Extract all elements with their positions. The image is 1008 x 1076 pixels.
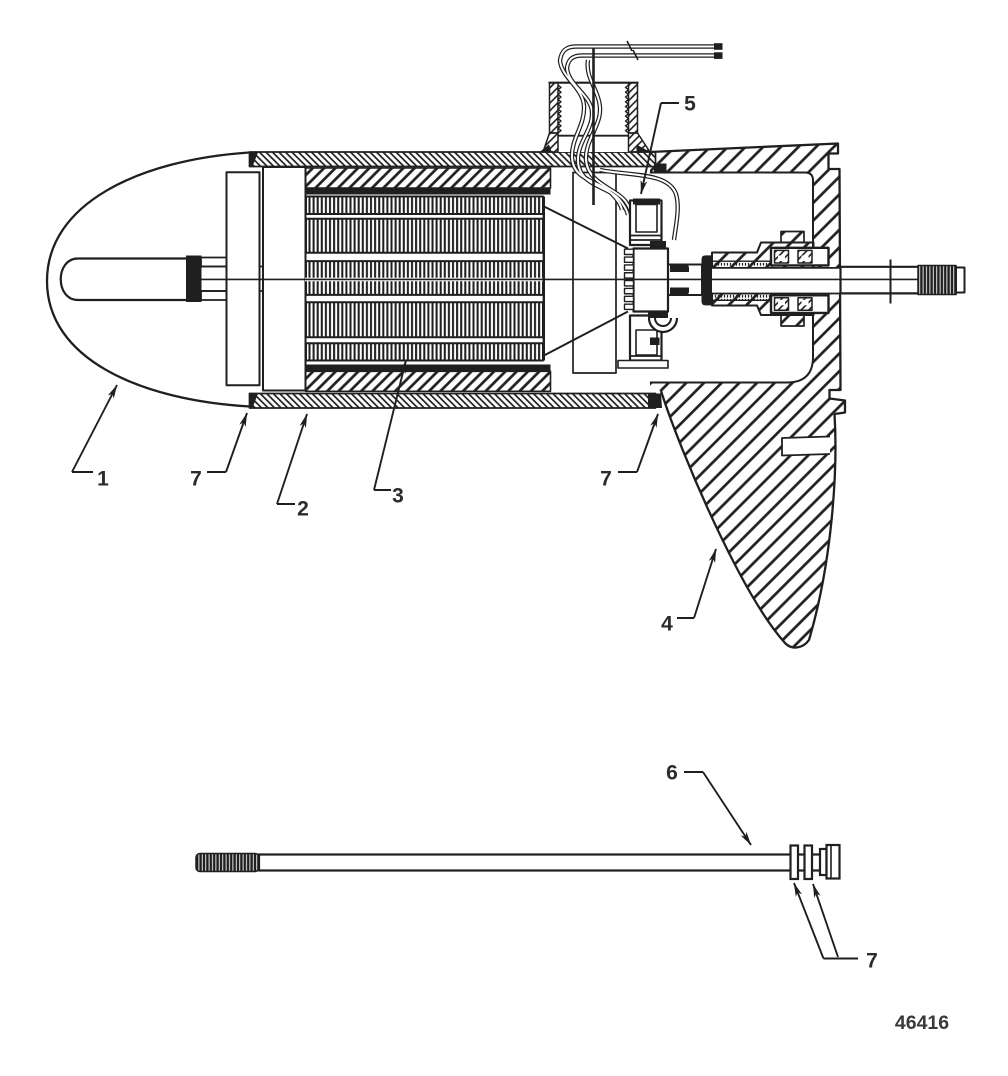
callout-7c: 7 [866,950,878,973]
shaft-end-cap [955,266,966,294]
tie-rod-thread [195,852,260,873]
tie-rod-assembly [195,843,841,881]
rear-housing-body [649,143,845,648]
callout-7c-leader [793,882,858,960]
commutator-taper [542,205,629,357]
callout-3-leader [373,359,407,491]
hub-tab-bottom [780,314,805,327]
housing-tube-bottom-wall [248,392,657,409]
magnet-bottom-keeper [305,364,551,372]
callouts [71,102,858,960]
conduit-thread-left [557,84,562,134]
conduit-base-seal-left [539,144,552,153]
seal-front-top [249,152,258,167]
motor-lower-unit [45,40,966,649]
brush-holder-top [628,198,666,249]
brush-holder-bottom [617,310,679,369]
magnet-top [304,167,552,189]
seal-rear-bottom [648,393,662,408]
front-support-rod [59,257,192,302]
hub-tab-top [780,230,805,244]
seal-front-bottom [249,393,258,408]
callout-4: 4 [661,613,673,636]
shaft-sleeve-bottom [711,292,773,301]
armature [305,195,545,362]
skeg-slot-outline [781,435,831,457]
skeg-slot [782,436,830,456]
tie-rod-body [257,853,828,872]
tie-rod-washer-1 [789,844,800,881]
seal-rear-top [654,163,667,172]
callout-2-leader [276,413,308,505]
tie-rod-nut [825,843,841,880]
conduit-base-seal-right [636,144,651,153]
drawing-number: 46416 [895,1012,949,1034]
wire-terminal-1 [714,43,723,50]
callout-1-leader [71,384,118,473]
callout-6-leader [684,771,752,846]
rear-bearing-top [769,246,830,267]
callout-5-leader [640,102,679,195]
callout-6: 6 [666,762,678,785]
callout-labels: 1 7 2 3 5 7 4 6 7 [97,93,878,973]
callout-5: 5 [684,93,696,116]
wires [557,40,723,241]
callout-7a-leader [207,412,248,473]
shaft-fittings [670,255,966,306]
callout-7a: 7 [190,468,202,491]
callout-7b-leader [618,413,659,473]
conduit-thread-right [624,84,630,134]
front-bearing-flange-bottom [200,290,230,301]
shaft-collar [701,255,712,306]
front-bearing-flange-top [200,256,230,268]
rear-bearing-bottom [769,294,830,315]
wire-terminal-2 [714,52,723,59]
callout-2: 2 [297,498,309,521]
magnet-bottom [304,370,552,393]
tie-rod-washer-2 [803,844,814,881]
shaft-sleeve-top [711,260,773,269]
shaft-thread [917,264,957,296]
callout-3: 3 [392,485,404,508]
rear-bearing-hub [711,230,842,327]
callout-1: 1 [97,468,109,491]
magnet-top-keeper [305,188,551,195]
skeg-outline [659,390,837,649]
callout-7b: 7 [600,468,612,491]
callout-4-leader [677,548,717,619]
